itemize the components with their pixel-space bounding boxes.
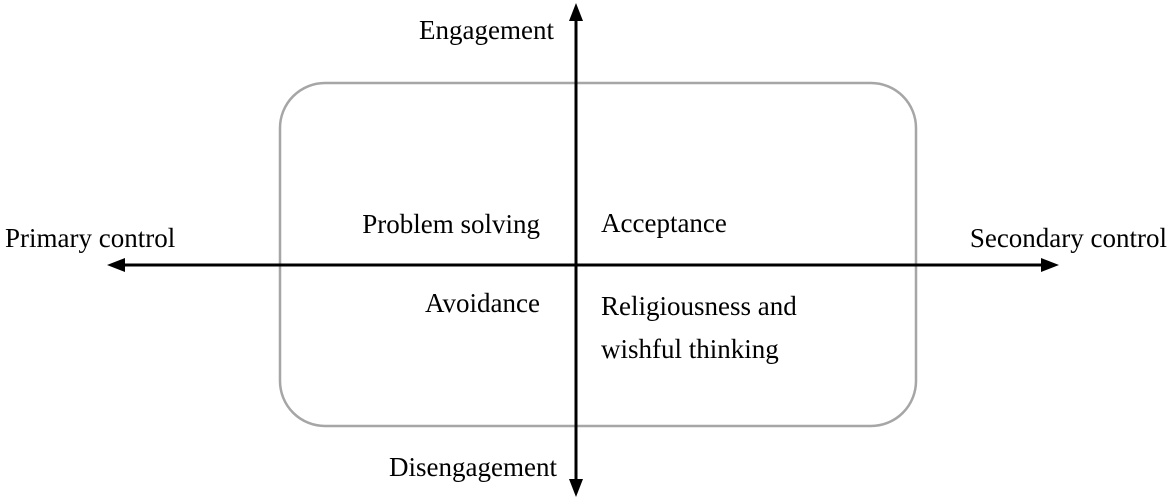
quadrant-label-religiousness: Religiousness and wishful thinking [601, 291, 797, 364]
axis-label-disengagement: Disengagement [389, 452, 557, 482]
secondary-control-arrowhead [1041, 258, 1059, 272]
quadrant-label-problem-solving: Problem solving [362, 209, 540, 239]
primary-control-arrowhead [107, 258, 125, 272]
coping-region-box [278, 81, 918, 428]
axis-label-engagement: Engagement [419, 15, 554, 45]
disengagement-arrowhead [569, 479, 583, 497]
quadrant-label-acceptance: Acceptance [601, 208, 727, 238]
axis-label-primary-control: Primary control [5, 223, 176, 253]
quadrant-label-avoidance: Avoidance [425, 288, 540, 318]
axis-label-secondary-control: Secondary control [969, 223, 1167, 253]
engagement-arrowhead [569, 3, 583, 21]
